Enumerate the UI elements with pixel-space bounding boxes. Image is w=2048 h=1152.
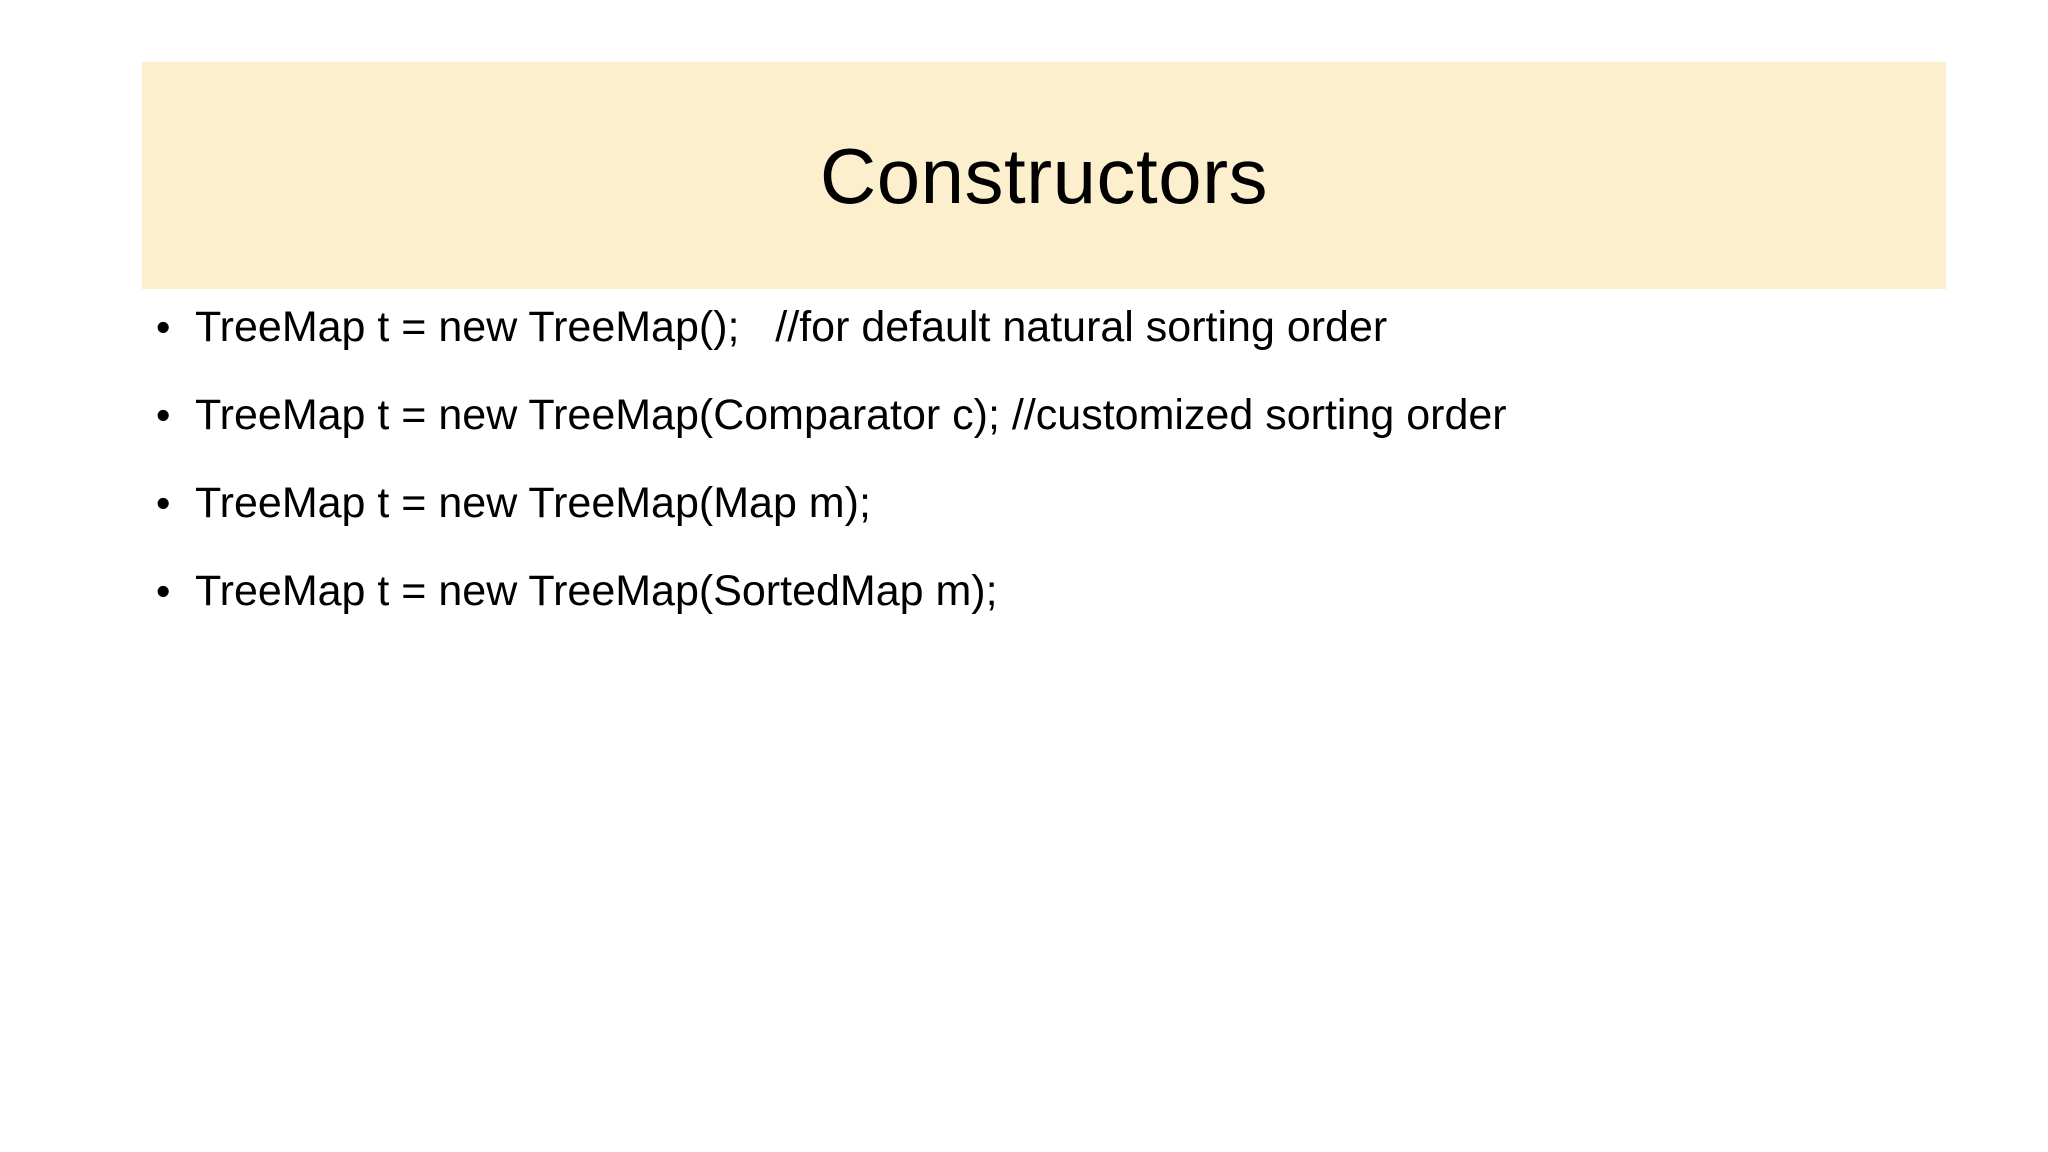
list-item: • TreeMap t = new TreeMap(Map m); <box>142 482 1952 570</box>
list-item-label: TreeMap t = new TreeMap(); //for default… <box>195 303 1388 351</box>
bullet-icon: • <box>156 304 171 350</box>
title-banner: Constructors <box>142 62 1946 289</box>
bullet-list: • TreeMap t = new TreeMap(); //for defau… <box>142 306 1952 658</box>
list-item-label: TreeMap t = new TreeMap(Comparator c); /… <box>195 391 1507 439</box>
list-item: • TreeMap t = new TreeMap(Comparator c);… <box>142 394 1952 482</box>
list-item-label: TreeMap t = new TreeMap(SortedMap m); <box>195 567 998 615</box>
list-item-label: TreeMap t = new TreeMap(Map m); <box>195 479 871 527</box>
bullet-icon: • <box>156 392 171 438</box>
bullet-icon: • <box>156 480 171 526</box>
list-item: • TreeMap t = new TreeMap(SortedMap m); <box>142 570 1952 658</box>
bullet-icon: • <box>156 568 171 614</box>
list-item: • TreeMap t = new TreeMap(); //for defau… <box>142 306 1952 394</box>
page-title: Constructors <box>819 131 1269 220</box>
